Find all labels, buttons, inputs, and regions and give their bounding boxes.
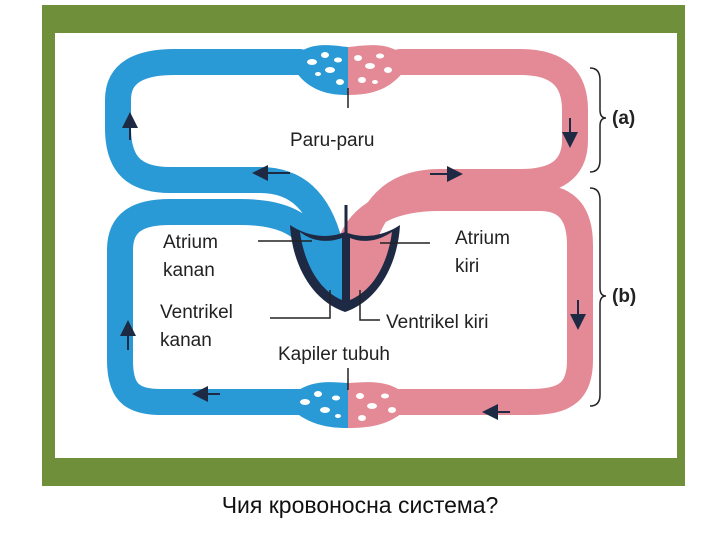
bracket-b-label: (b) — [612, 286, 636, 307]
left-atrium-label-line2: kiri — [455, 256, 479, 277]
bracket-a-label: (a) — [612, 108, 635, 129]
right-ventricle-label-line2: kanan — [160, 330, 212, 351]
bracket-a — [589, 67, 607, 173]
oxygenated-vessels — [337, 49, 593, 415]
left-ventricle-label: Ventrikel kiri — [386, 312, 488, 333]
lungs-label: Paru-paru — [290, 130, 375, 151]
deoxygenated-vessels — [105, 49, 343, 415]
body-capillary-bed — [285, 368, 412, 428]
flow-arrows — [120, 112, 586, 420]
lungs-capillary-bed — [290, 45, 410, 108]
right-atrium-label-line1: Atrium — [163, 232, 218, 253]
right-atrium-label-line2: kanan — [163, 260, 215, 281]
label-pointers — [258, 240, 430, 321]
left-atrium-label-line1: Atrium — [455, 228, 510, 249]
right-ventricle-label-line1: Ventrikel — [160, 302, 233, 323]
bracket-b — [589, 187, 607, 407]
heart — [290, 205, 400, 312]
caption: Чия кровоносна система? — [221, 492, 499, 518]
body-capillaries-label: Kapiler tubuh — [278, 344, 390, 365]
